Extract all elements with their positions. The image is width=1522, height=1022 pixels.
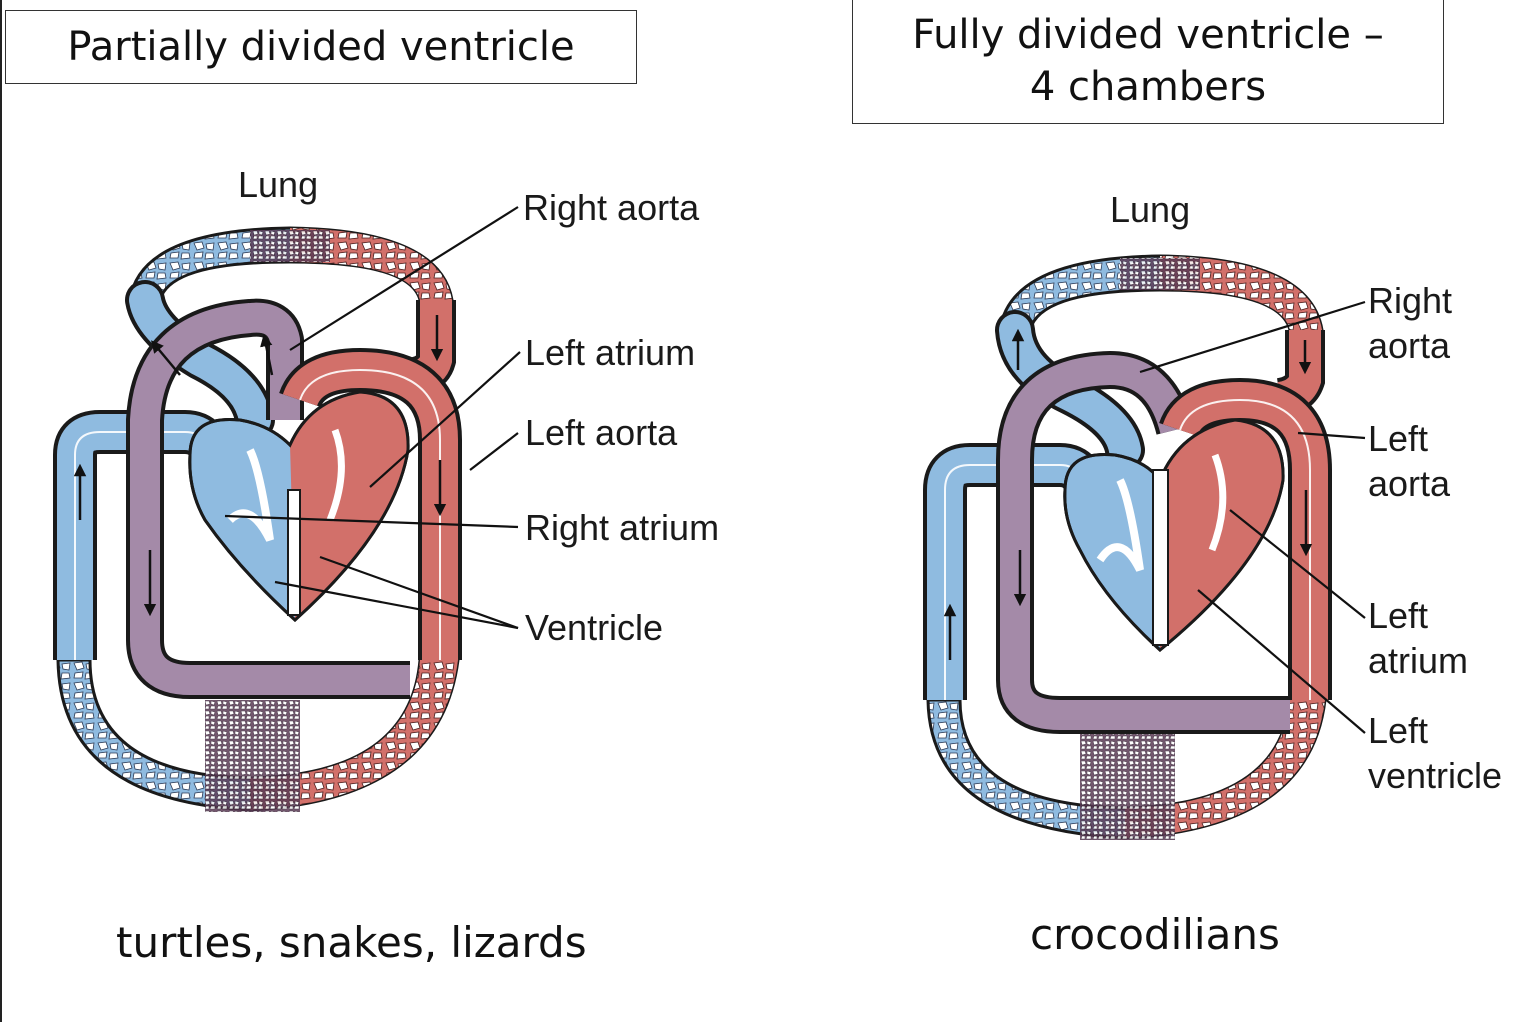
- right-panel-title-line1: Fully divided ventricle –: [912, 12, 1384, 58]
- right-flow-arrows: [943, 328, 1313, 660]
- right-panel-caption: crocodilians: [1030, 910, 1280, 959]
- right-left-aorta-label-line2: aorta: [1368, 463, 1451, 504]
- right-left-atrium-label-line1: Left: [1368, 595, 1428, 636]
- right-panel-title: Fully divided ventricle – 4 chambers: [852, 0, 1444, 124]
- right-lung-capillaries: [998, 254, 1324, 332]
- left-border-rule: [0, 0, 2, 1022]
- left-circulation-diagram: Lung Right aorta Left atrium Left aorta …: [53, 164, 719, 812]
- left-leader-lines: [224, 206, 521, 630]
- right-heart: [1063, 418, 1285, 652]
- right-panel-title-line2: 4 chambers: [1029, 64, 1267, 110]
- right-right-aorta-label-line1: Right: [1368, 280, 1452, 321]
- left-panel-title: Partially divided ventricle: [5, 10, 637, 84]
- right-left-atrium-label-line2: atrium: [1368, 640, 1468, 681]
- left-panel-title-text: Partially divided ventricle: [67, 24, 575, 70]
- right-body-capillaries: [926, 698, 1327, 840]
- left-body-capillaries: [56, 658, 460, 812]
- left-left-aorta-label: Left aorta: [525, 412, 678, 453]
- left-panel-caption: turtles, snakes, lizards: [116, 918, 587, 967]
- left-flow-arrows: [73, 315, 447, 617]
- right-left-aorta-label-line1: Left: [1368, 418, 1428, 459]
- right-circulation-diagram: Lung Right aorta Left aorta Left atrium …: [923, 189, 1502, 840]
- left-heart: [188, 390, 410, 623]
- right-left-ventricle-label-line1: Left: [1368, 710, 1428, 751]
- left-left-atrium-label: Left atrium: [525, 332, 695, 373]
- right-leader-lines: [1139, 300, 1366, 734]
- right-left-ventricle-label-line2: ventricle: [1368, 755, 1502, 796]
- left-lung-capillaries: [128, 226, 454, 302]
- left-ventricle-label: Ventricle: [525, 607, 663, 648]
- right-lung-label: Lung: [1110, 189, 1190, 230]
- left-right-atrium-label: Right atrium: [525, 507, 719, 548]
- left-right-aorta-label: Right aorta: [523, 187, 700, 228]
- left-lung-label: Lung: [238, 164, 318, 205]
- right-right-aorta-label-line2: aorta: [1368, 325, 1451, 366]
